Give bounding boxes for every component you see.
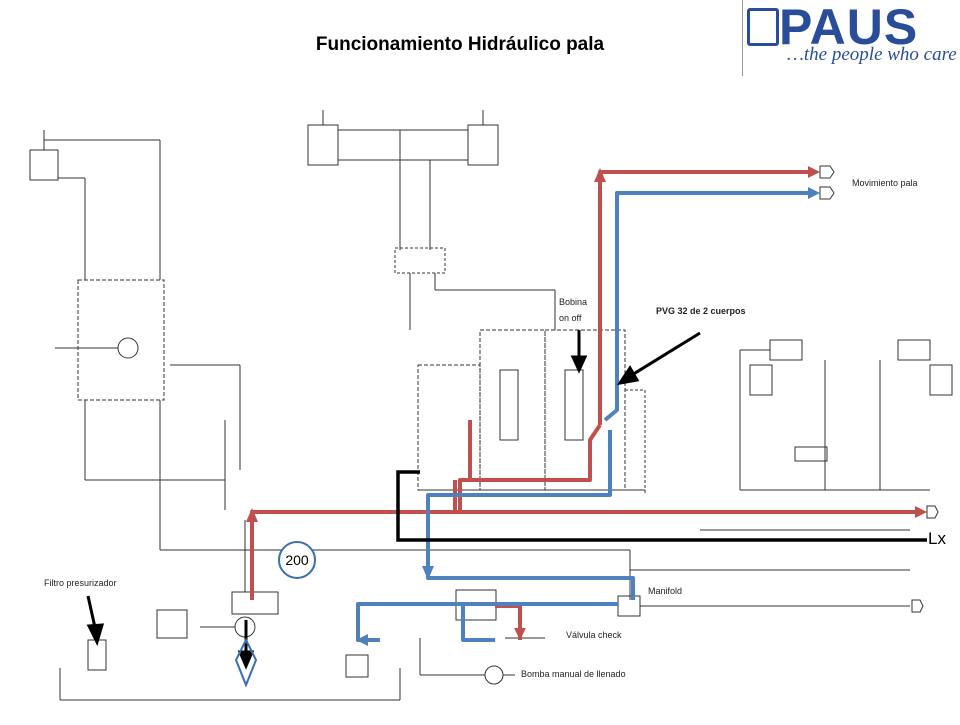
logo-brand: PAUS [779,0,919,55]
right-cylinder-1 [749,364,773,396]
label-lx: Lx [928,529,946,548]
pvg-section-2 [544,329,626,491]
page-title: Funcionamiento Hidráulico pala [315,34,605,55]
pressure-arrows [246,166,927,640]
return-lines [356,191,808,642]
label-valvula-check: Válvula check [566,630,622,640]
top-cylinder-right [467,124,499,166]
paus-logo-mark-icon [747,8,779,46]
motor-box [156,609,188,639]
pump-valve [231,591,279,615]
right-cylinder-2 [929,364,953,396]
left-valve-block [77,279,165,401]
filter-diamond [234,637,258,688]
lx-line [396,470,927,542]
schematic-lines [29,110,953,701]
label-movimiento-pala: Movimiento pala [852,178,918,188]
left-cylinder [29,149,59,181]
label-manifold: Manifold [648,586,683,596]
label-on-off: on off [559,313,582,323]
manifold-block [617,595,641,617]
label-filtro: Filtro presurizador [44,578,117,588]
logo-tagline: …the people who care [787,44,957,65]
label-bobina: Bobina [559,297,588,307]
fittings [819,165,939,613]
label-bomba-manual: Bomba manual de llenado [521,669,626,679]
paus-logo: PAUS …the people who care [742,0,960,76]
pointer-arrows [86,330,701,670]
pressure-200-badge: 200 [278,541,316,579]
manual-pump-symbol [484,665,504,685]
pvg-section-1 [479,329,546,491]
top-cylinder-left [307,124,339,166]
return-arrows [356,187,820,646]
label-pvg: PVG 32 de 2 cuerpos [656,306,746,316]
